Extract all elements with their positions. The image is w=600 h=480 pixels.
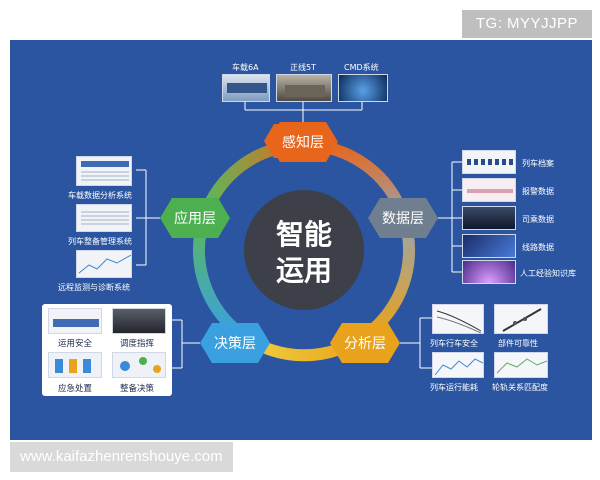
watermark-site: www.kaifazhenrenshouye.com (10, 442, 233, 472)
center-line2: 运用 (276, 254, 332, 287)
label-remote-monitoring: 远程监测与诊断系统 (58, 283, 130, 292)
label-cmd-system: CMD系统 (344, 63, 379, 72)
center-circle (244, 190, 364, 310)
label-operation-safety: 运用安全 (58, 339, 93, 349)
thumb-maintenance (112, 352, 166, 378)
thumb-line-data (462, 234, 516, 258)
label-knowledge-base: 人工经验知识库 (520, 269, 576, 278)
layer-perception: 感知层 (268, 122, 338, 162)
svg-text:决策层: 决策层 (214, 335, 256, 352)
thumb-alarm-data (462, 178, 516, 202)
layer-decision: 决策层 (200, 323, 270, 363)
label-alarm-data: 报警数据 (522, 187, 554, 196)
thumb-operation-safety (48, 308, 102, 334)
thumb-emergency (48, 352, 102, 378)
label-train-safety: 列车行车安全 (430, 339, 478, 348)
label-emergency: 应急处置 (58, 384, 93, 394)
thumb-remote-monitoring (76, 250, 132, 278)
svg-text:应用层: 应用层 (174, 210, 216, 227)
label-dispatch: 调度指挥 (120, 339, 155, 349)
thumb-onboard-6a (222, 74, 270, 102)
label-crew-data: 司乘数据 (522, 215, 554, 224)
watermark-tg: TG: MYYJJPP (461, 10, 592, 38)
thumb-train-archive (462, 150, 516, 174)
thumb-wheel-rail (494, 352, 548, 378)
thumb-dispatch (112, 308, 166, 334)
thumb-component-reliability (494, 304, 548, 334)
label-onboard-analysis: 车载数据分析系统 (68, 191, 132, 200)
thumb-energy (432, 352, 484, 378)
label-maintenance-mgmt: 列车整备管理系统 (68, 237, 132, 246)
svg-text:数据层: 数据层 (382, 211, 424, 227)
center-line1: 智能 (276, 218, 332, 251)
label-component-reliability: 部件可靠性 (498, 339, 538, 348)
label-maintenance: 整备决策 (120, 384, 155, 394)
label-train-archive: 列车档案 (522, 159, 554, 168)
layer-application: 应用层 (160, 198, 230, 238)
thumb-cmd-system (338, 74, 388, 102)
label-wheel-rail: 轮轨关系匹配度 (492, 383, 548, 392)
label-mainline-5t: 正线5T (290, 63, 316, 72)
label-onboard-6a: 车载6A (232, 63, 259, 72)
thumb-train-safety (432, 304, 484, 334)
svg-text:分析层: 分析层 (344, 336, 386, 352)
thumb-onboard-analysis (76, 156, 132, 186)
thumb-maintenance-mgmt (76, 204, 132, 232)
layer-analysis: 分析层 (330, 323, 400, 363)
layer-data: 数据层 (368, 198, 438, 238)
thumb-crew-data (462, 206, 516, 230)
label-energy: 列车运行能耗 (430, 383, 478, 392)
thumb-knowledge-base (462, 260, 516, 284)
svg-text:感知层: 感知层 (282, 134, 324, 151)
label-line-data: 线路数据 (522, 243, 554, 252)
thumb-mainline-5t (276, 74, 332, 102)
